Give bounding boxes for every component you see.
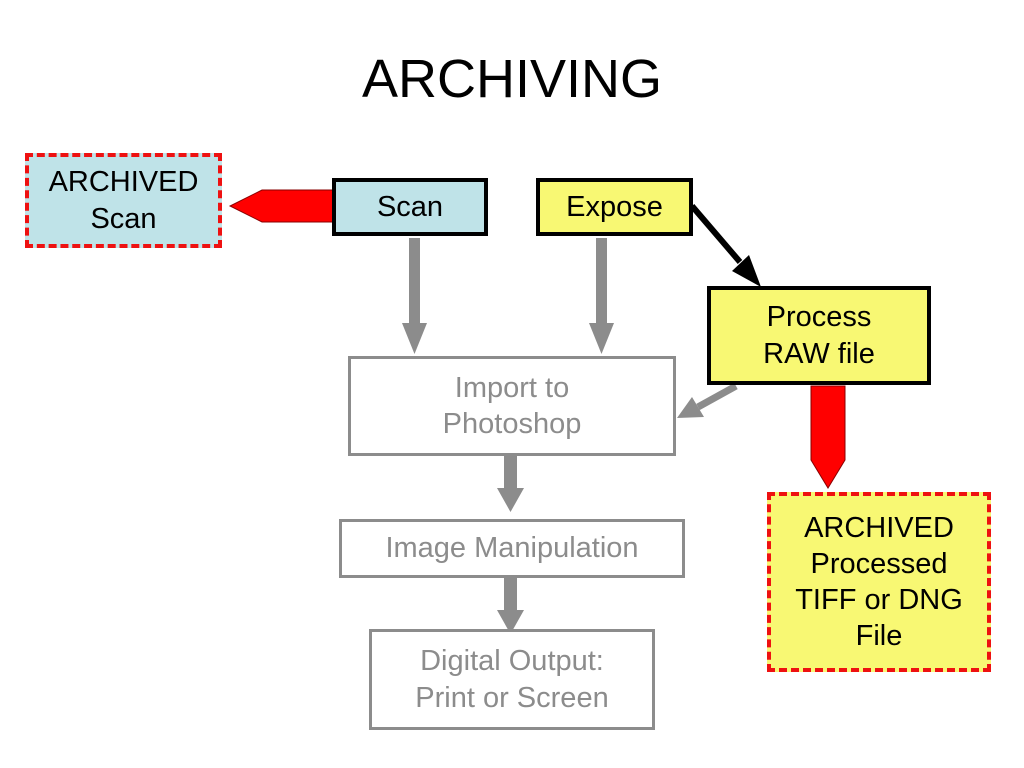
gray-arrow-expose-shaft	[596, 238, 607, 325]
output-line1: Digital Output:	[420, 645, 604, 678]
gray-arrow-manip-shaft	[504, 577, 517, 612]
gray-arrow-import-head	[497, 488, 524, 512]
output-line2: Print or Screen	[415, 681, 609, 714]
scan-box: Scan	[332, 178, 488, 236]
manipulation-label: Image Manipulation	[385, 532, 639, 565]
archived-scan-line1: ARCHIVED	[48, 166, 199, 199]
gray-arrow-manip-head	[497, 610, 524, 634]
archived-processed-line3: TIFF or DNG	[795, 584, 963, 616]
archived-processed-line1: ARCHIVED	[804, 511, 954, 544]
page-title: ARCHIVING	[361, 49, 663, 109]
gray-arrow-import-shaft	[504, 455, 517, 490]
gray-arrow-raw-head	[677, 397, 704, 418]
archived-processed-line2: Processed	[810, 547, 948, 580]
gray-arrow-scan-shaft	[409, 238, 420, 325]
process-raw-box: Process RAW file	[707, 286, 931, 385]
import-line1: Import to	[454, 371, 570, 404]
archived-scan-box: ARCHIVED Scan	[25, 153, 222, 248]
gray-arrow-raw-line	[696, 382, 738, 411]
import-box: Import to Photoshop	[348, 356, 676, 456]
gray-arrow-scan-head	[402, 323, 427, 354]
gray-arrow-expose-head	[589, 323, 614, 354]
archived-processed-line4: File	[855, 620, 903, 653]
process-raw-line1: Process	[766, 301, 872, 334]
red-arrow-to-archived-processed	[810, 385, 846, 489]
scan-label: Scan	[376, 190, 444, 223]
red-arrow-to-archived-scan	[228, 189, 334, 223]
black-arrow-line	[689, 204, 743, 264]
archived-processed-box: ARCHIVED Processed TIFF or DNG File	[767, 492, 991, 672]
expose-box: Expose	[536, 178, 693, 236]
process-raw-line2: RAW file	[763, 337, 875, 370]
black-arrow-head	[732, 255, 761, 287]
expose-label: Expose	[566, 190, 663, 223]
output-box: Digital Output: Print or Screen	[369, 629, 655, 730]
manipulation-box: Image Manipulation	[339, 519, 685, 578]
archived-scan-line2: Scan	[90, 202, 157, 235]
import-line2: Photoshop	[442, 408, 582, 440]
